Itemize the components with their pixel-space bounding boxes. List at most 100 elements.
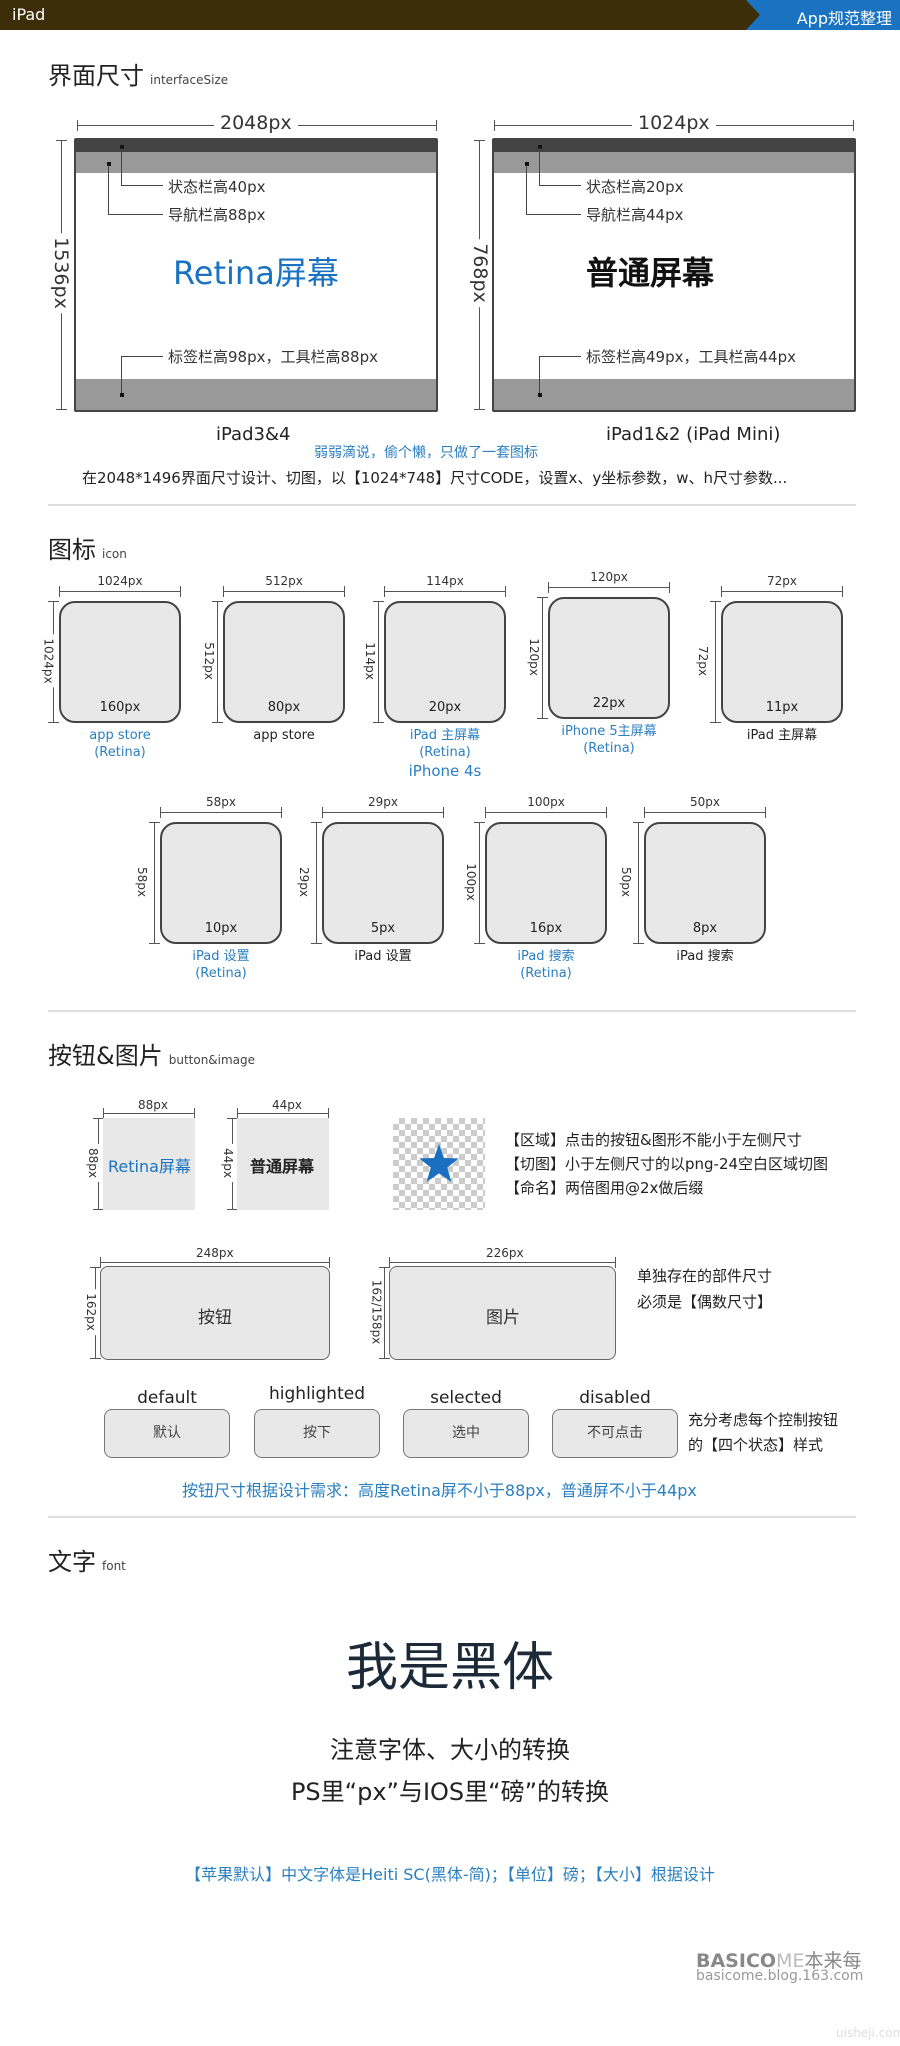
button-component [100,1266,330,1360]
header-tag-label: App规范整理 [796,9,892,28]
leader-line [526,165,581,215]
section-divider [48,1010,856,1012]
state-name-default: default [137,1388,197,1408]
even-size-note-1: 单独存在的部件尺寸 [637,1267,773,1285]
marker-dot [538,145,542,149]
icon-caption: app store (Retina) [89,728,151,760]
icon-height-dimension [710,601,721,723]
width-dimension [389,1257,616,1268]
states-note-2: 的【四个状态】样式 [688,1436,824,1454]
width-label: 2048px [214,112,298,134]
tab-bar [76,379,436,410]
icon-width-label: 100px [527,795,565,809]
icon-width-label: 114px [426,574,464,588]
icon-width-dimension [59,586,181,597]
icon-caption: iPad 设置 (Retina) [192,949,250,981]
tab-bar [494,379,854,410]
states-note-1: 充分考虑每个控制按钮 [688,1411,839,1429]
width-label: 44px [272,1098,302,1112]
rule-area: 【区域】点击的按钮&图形不能小于左侧尺寸 [505,1131,802,1149]
rule-slice: 【切图】小于左侧尺寸的以png-24空白区域切图 [505,1155,829,1173]
normal-touch-label: 普通屏幕 [250,1157,315,1176]
image-component-label: 图片 [486,1308,520,1328]
font-default-note: 【苹果默认】中文字体是Heiti SC(黑体-简)；【单位】磅；【大小】根据设计 [185,1865,715,1884]
icon-height-dimension [633,822,644,944]
icon-width-dimension [721,586,843,597]
height-label: 88px [86,1144,100,1182]
status-bar [494,140,854,152]
lazy-note: 弱弱滴说，偷个懒，只做了一套图标 [314,445,538,461]
icon-height-dimension [149,822,160,944]
icon-width-dimension [384,586,506,597]
font-sample: 我是黑体 [345,1638,554,1698]
state-button-disabled[interactable]: 不可点击 [552,1409,678,1458]
corner-radius-label: 8px [692,921,718,936]
marker-dot [107,162,111,166]
footer-brand: BASICOME本来每 [696,1950,862,1972]
icon-height-dimension [537,597,548,719]
width-dimension [100,1257,330,1268]
page-header-title: iPad [12,5,46,24]
icon-height-label: 1024px [41,634,56,688]
icon-caption: iPhone 5主屏幕 (Retina) [561,724,657,756]
corner-radius-label: 160px [99,700,141,715]
corner-radius-label: 10px [204,921,238,936]
width-label: 1024px [632,112,716,134]
width-label: 248px [196,1246,234,1260]
state-name-selected: selected [430,1388,502,1408]
nav-bar-annotation: 导航栏高44px [586,206,684,224]
section-divider [48,1516,856,1518]
icon-width-dimension [485,807,607,818]
status-bar-annotation: 状态栏高20px [586,178,684,196]
state-button-default[interactable]: 默认 [104,1409,230,1458]
icon-height-dimension [311,822,322,944]
icon-caption: app store [253,728,315,743]
icon-width-label: 120px [590,570,628,584]
icon-width-label: 50px [690,795,720,809]
design-note: 在2048*1496界面尺寸设计、切图，以【1024*748】尺寸CODE，设置… [82,469,788,487]
bottom-bar-annotation: 标签栏高98px，工具栏高88px [168,348,378,366]
section-divider [48,504,856,506]
icon-width-label: 1024px [97,574,143,588]
icon-template: 160px [59,601,181,723]
icon-template: 11px [721,601,843,723]
icon-height-label: 58px [135,863,149,901]
font-conversion-line-1: 注意字体、大小的转换 [330,1736,570,1764]
width-dimension [103,1108,195,1119]
icon-height-label: 100px [463,859,478,905]
font-conversion-line-2: PS里“px”与IOS里“磅”的转换 [290,1778,610,1806]
height-label: 44px [221,1144,235,1182]
icon-height-dimension [474,822,485,944]
icon-caption: iPad 设置 [354,949,412,964]
marker-dot [120,393,124,397]
leader-line [539,356,581,394]
status-bar [76,140,436,152]
corner-radius-label: 22px [592,696,626,711]
state-button-selected[interactable]: 选中 [403,1409,529,1458]
nav-bar [494,152,854,173]
star-icon [419,1144,459,1182]
icon-caption: iPad 主屏幕 [746,728,818,743]
state-name-highlighted: highlighted [269,1384,365,1404]
retina-touch-label: Retina屏幕 [108,1157,191,1176]
icon-caption: iPad 搜索 [676,949,734,964]
bottom-bar-annotation: 标签栏高49px，工具栏高44px [586,348,796,366]
status-bar-annotation: 状态栏高40px [168,178,266,196]
icon-height-label: 512px [201,638,216,684]
marker-dot [538,393,542,397]
state-button-highlighted[interactable]: 按下 [254,1409,380,1458]
width-label: 88px [138,1098,168,1112]
icon-width-dimension [160,807,282,818]
height-label: 1536px [49,233,72,313]
nav-bar-annotation: 导航栏高88px [168,206,266,224]
icon-template: 80px [223,601,345,723]
icon-height-label: 29px [297,863,311,901]
height-dimension [379,1267,390,1359]
device-label: iPad3&4 [216,424,291,445]
leader-line [108,165,163,215]
leader-line [121,148,163,186]
icon-caption: iPad 主屏幕 (Retina) iPhone 4s [408,728,482,780]
